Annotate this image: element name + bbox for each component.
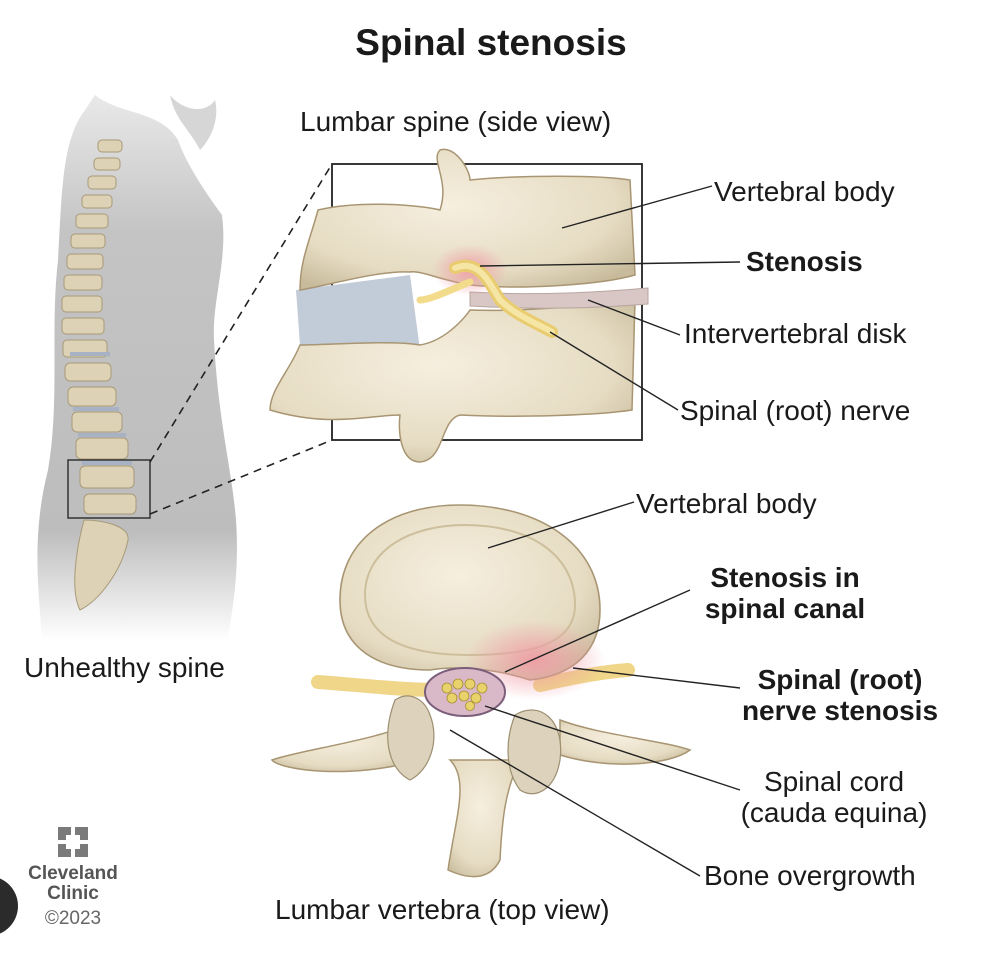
label-nerve-stenosis: Spinal (root) nerve stenosis — [730, 664, 950, 727]
top-view-vertebra — [270, 504, 692, 878]
label-intervertebral-disk: Intervertebral disk — [684, 318, 907, 349]
spine-highlight-box — [67, 459, 151, 519]
label-stenosis-spinal-canal-line1: Stenosis in — [710, 562, 860, 593]
side-view-heading: Lumbar spine (side view) — [300, 106, 612, 137]
unhealthy-spine-caption: Unhealthy spine — [24, 652, 225, 683]
label-nerve-stenosis-line2: nerve stenosis — [741, 695, 939, 727]
label-stenosis-spinal-canal: Stenosis in spinal canal — [680, 562, 890, 625]
label-bone-overgrowth: Bone overgrowth — [704, 860, 916, 891]
top-view-heading: Lumbar vertebra (top view) — [275, 894, 610, 925]
label-vertebral-body-top: Vertebral body — [636, 488, 817, 519]
cleveland-clinic-logo: Cleveland Clinic ©2023 — [18, 826, 128, 930]
label-vertebral-body-side: Vertebral body — [714, 176, 895, 207]
spine-disks — [70, 352, 132, 465]
label-spinal-cord-line1: Spinal cord — [763, 766, 905, 797]
copyright: ©2023 — [44, 907, 102, 929]
label-spinal-root-nerve: Spinal (root) nerve — [680, 395, 911, 426]
label-spinal-cord: Spinal cord (cauda equina) — [716, 766, 952, 829]
spine-column — [61, 139, 137, 611]
zoom-lines — [149, 163, 333, 515]
logo-line2: Clinic — [47, 882, 99, 904]
side-view-spine — [269, 148, 649, 463]
label-nerve-stenosis-line1: Spinal (root) — [757, 664, 923, 695]
logo-line1: Cleveland — [28, 863, 118, 884]
label-stenosis: Stenosis — [746, 246, 863, 277]
cleveland-clinic-logo-icon — [58, 827, 88, 857]
edge-overlay-button[interactable] — [0, 876, 18, 936]
page-title: Spinal stenosis — [355, 22, 627, 63]
label-spinal-cord-line2: (cauda equina) — [740, 797, 928, 829]
label-stenosis-spinal-canal-line2: spinal canal — [704, 593, 866, 625]
leader-lines — [449, 185, 741, 877]
